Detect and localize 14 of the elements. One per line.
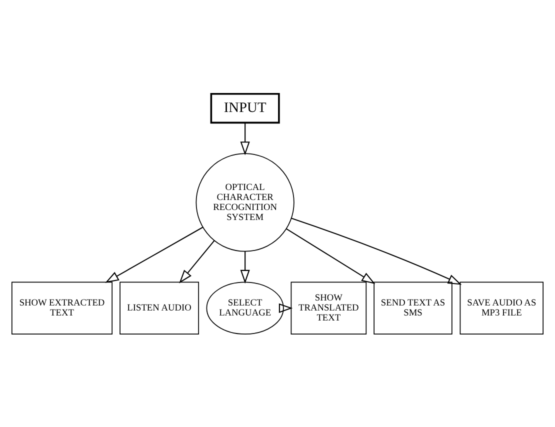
- node-box: SAVE AUDIO AS MP3 FILE: [460, 281, 544, 334]
- node-box: INPUT: [210, 92, 280, 124]
- arrow: [278, 302, 293, 312]
- arrow: [286, 228, 376, 284]
- node-box: SHOW EXTRACTED TEXT: [11, 281, 113, 334]
- arrow: [240, 122, 250, 155]
- node-box: LISTEN AUDIO: [120, 281, 200, 334]
- arrow: [105, 226, 204, 282]
- node-box: SHOW TRANSLATED TEXT: [290, 281, 367, 334]
- node-circle: OPTICAL CHARACTER RECOGNITION SYSTEM: [196, 152, 294, 252]
- arrow: [179, 240, 215, 283]
- node-box: SEND TEXT AS SMS: [374, 281, 452, 334]
- arrow: [291, 217, 462, 284]
- arrow: [240, 250, 250, 284]
